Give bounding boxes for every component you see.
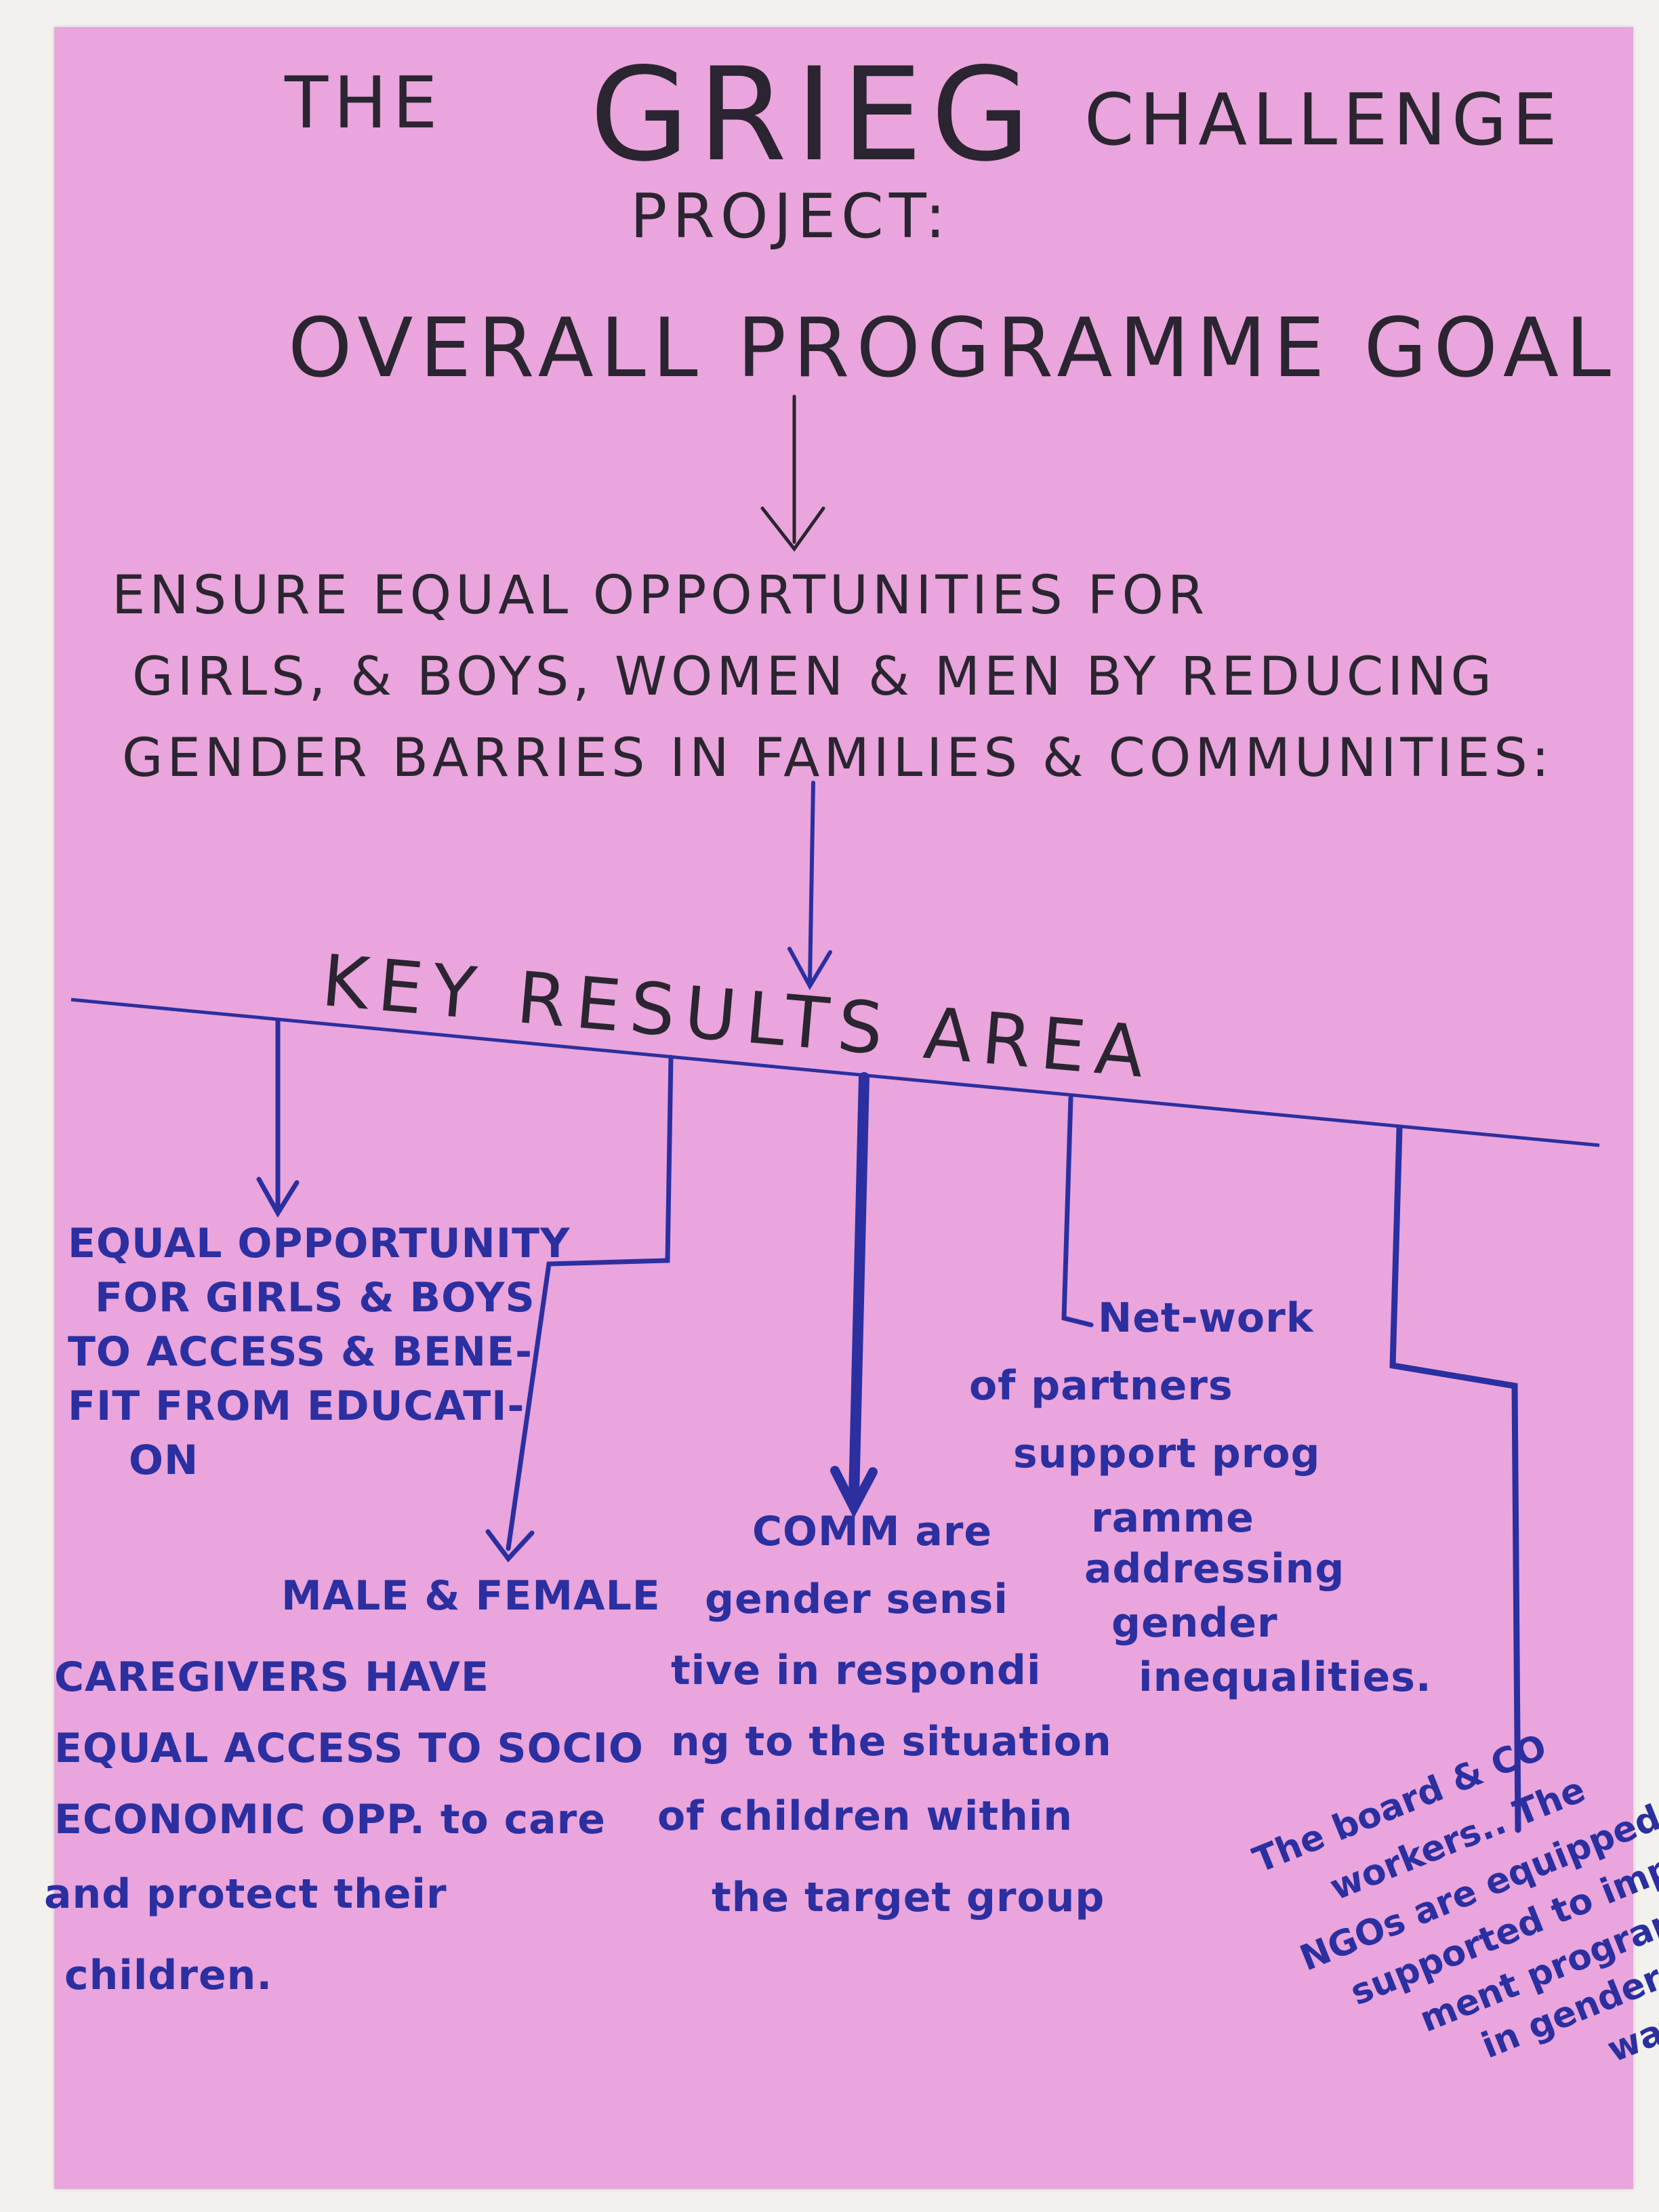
title-challenge: CHALLENGE xyxy=(1084,79,1563,161)
branch-4 xyxy=(1061,1095,1094,1328)
goal-arrow-head xyxy=(760,506,825,552)
result-2-line: CAREGIVERS HAVE xyxy=(54,1654,489,1701)
goal-heading: OVERALL PROGRAMME GOAL xyxy=(288,302,1618,396)
branch-3 xyxy=(848,1072,869,1503)
result-4-line: Net-work xyxy=(1098,1294,1314,1342)
result-1-line: ON xyxy=(129,1437,199,1484)
goal-to-kra-arrow-head xyxy=(787,947,832,991)
result-2-line: MALE & FEMALE xyxy=(281,1572,661,1620)
branch-3-arrow xyxy=(830,1466,878,1519)
result-4-line: of partners xyxy=(969,1362,1233,1410)
result-2-line: ECONOMIC OPP. to care xyxy=(54,1796,606,1843)
title-the: THE xyxy=(285,62,443,144)
result-3-line: of children within xyxy=(657,1793,1073,1840)
result-3-line: COMM are xyxy=(752,1508,993,1555)
result-3-line: the target group xyxy=(712,1874,1105,1921)
branch-2 xyxy=(506,1054,674,1551)
result-3-line: tive in respondi xyxy=(671,1647,1042,1694)
branch-1-arrow xyxy=(256,1176,300,1218)
poster-sheet xyxy=(54,27,1633,2189)
result-1-line: EQUAL OPPORTUNITY xyxy=(68,1220,571,1267)
result-2-line: children. xyxy=(64,1952,273,1999)
result-4-line: gender xyxy=(1111,1599,1278,1647)
result-4-line: addressing xyxy=(1084,1545,1345,1593)
title-grieg: GRIEG xyxy=(590,40,1039,190)
goal-line-2: GIRLS, & BOYS, WOMEN & MEN BY REDUCING xyxy=(132,647,1496,708)
branch-2-arrow xyxy=(485,1529,535,1563)
result-3-line: gender sensi xyxy=(705,1576,1008,1623)
result-4-line: ramme xyxy=(1091,1494,1254,1542)
result-4-line: support prog xyxy=(1013,1430,1321,1477)
result-2-line: and protect their xyxy=(44,1870,447,1918)
goal-line-1: ENSURE EQUAL OPPORTUNITIES FOR xyxy=(112,565,1209,626)
result-4-line: inequalities. xyxy=(1139,1654,1432,1701)
title-project: PROJECT: xyxy=(630,181,951,252)
result-2-line: EQUAL ACCESS TO SOCIO xyxy=(54,1725,644,1772)
key-results-bar xyxy=(70,998,1600,1147)
result-1-line: FOR GIRLS & BOYS xyxy=(95,1274,535,1322)
result-1-line: FIT FROM EDUCATI- xyxy=(68,1382,525,1430)
branch-5 xyxy=(1389,1125,1521,1833)
goal-to-kra-arrow-shaft xyxy=(808,781,815,985)
goal-line-3: GENDER BARRIES IN FAMILIES & COMMUNITIES… xyxy=(122,728,1554,789)
result-1-line: TO ACCESS & BENE- xyxy=(68,1328,533,1376)
result-3-line: ng to the situation xyxy=(671,1718,1112,1765)
